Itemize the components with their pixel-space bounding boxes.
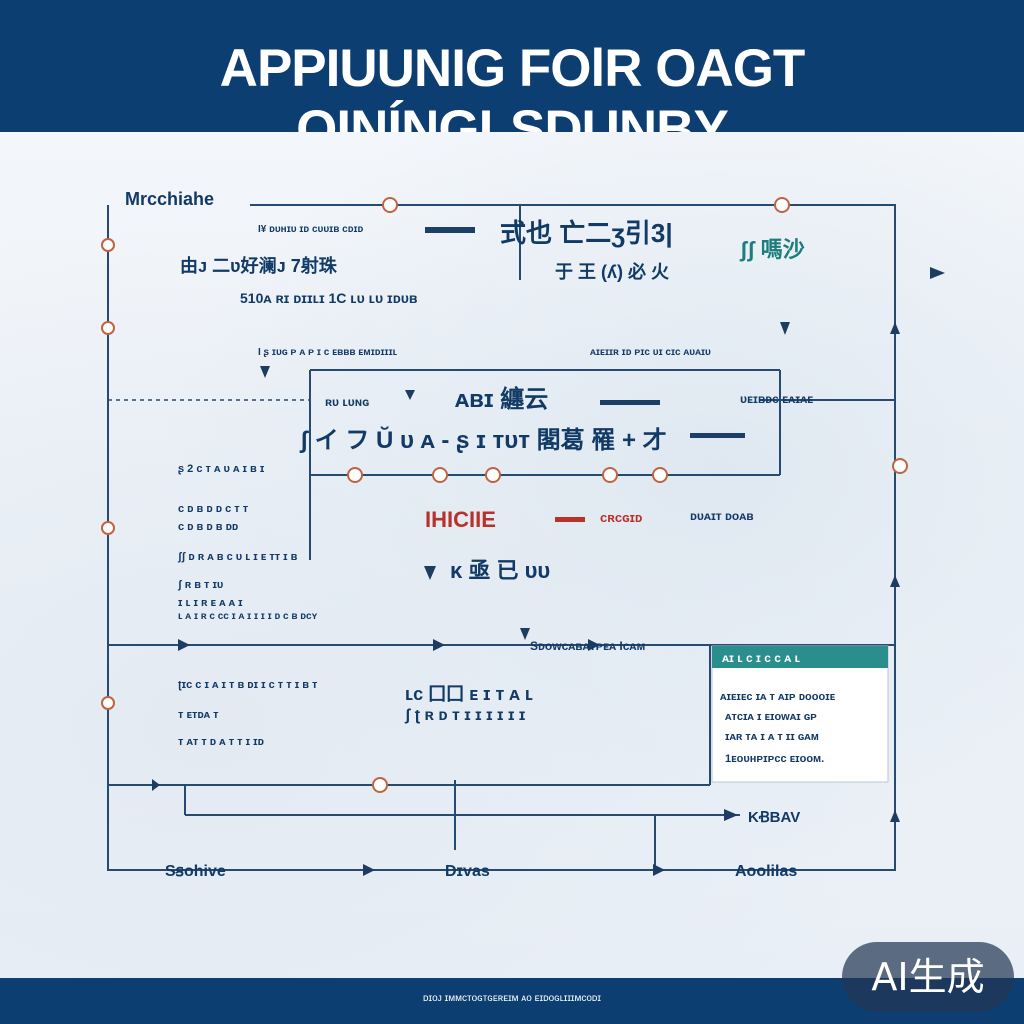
- label-lower-center: ʟᴄ 囗囗 ᴇ ɪ ᴛ ᴀ ʟ: [405, 684, 533, 704]
- label-left-g: ʟ ᴀ ɪ ʀ ᴄ ᴄᴄ ɪ ᴀ ɪ ɪ ɪ ɪ ᴅ ᴄ ʙ ᴅᴄʏ: [178, 611, 318, 622]
- label-bottom-center: Dɪvas: [445, 863, 490, 880]
- label-lower-left-c: ᴛ ᴀᴛ ᴛ ᴅ ᴀ ᴛ ᴛ ɪ ɪᴅ: [178, 736, 264, 748]
- arrow-head: [780, 322, 790, 335]
- label-long-row: ʃ イ フ Ŭ ᴜ ᴀ - ʂ ɪ ᴛᴜᴛ 閣葛 罹 + 才: [299, 426, 667, 454]
- label-kbav: KꞖBAV: [748, 809, 800, 826]
- label-lower-center-b: ʃ ʈ ʀ ᴅ ᴛ ɪ ɪ ɪ ɪ ɪ ɪ: [404, 707, 525, 724]
- arrow-head: [405, 390, 415, 400]
- arrow-head: [424, 566, 436, 580]
- node-dot: [347, 467, 363, 483]
- arrow-head: [260, 366, 270, 378]
- arrow-head: [890, 322, 900, 334]
- top-frame: [250, 204, 896, 640]
- bar-mark: [600, 400, 660, 405]
- label-top-right: ʃʃ 嗎沙: [739, 237, 805, 262]
- arrow-head: [363, 864, 375, 876]
- label-left-d: ʃʃ ᴅ ʀ ᴀ ʙ ᴄ ᴜ ʟ ɪ ᴇ ᴛᴛ ɪ ʙ: [177, 551, 298, 563]
- info-box-title: ᴀɪ ʟ ᴄ ɪ ᴄ ᴄ ᴀ ʟ: [722, 651, 800, 665]
- label-left-e: ʃ ʀ ʙ ᴛ ɪᴜ: [177, 579, 223, 591]
- diagram-canvas: Mrcchiahe Ɩ¥ ᴅᴜʜɪᴜ ɪᴅ ᴄᴜᴜɪʙ ᴄᴅɪᴅ 由ᴊ 二ʋ好澜…: [0, 132, 1024, 978]
- label-row1-small: Ɩ¥ ᴅᴜʜɪᴜ ɪᴅ ᴄᴜᴜɪʙ ᴄᴅɪᴅ: [258, 224, 363, 235]
- label-mid-bottom: Ѕᴅᴏᴡᴄᴀʙᴀᴛᴘᴇᴀ Ɩᴄᴀᴍ: [530, 639, 645, 653]
- node-dot: [101, 521, 115, 535]
- arrow-head: [588, 639, 600, 651]
- bar-mark: [555, 517, 585, 522]
- label-rlung: ʀᴜ ʟᴜɴɢ: [325, 395, 369, 409]
- node-dot: [101, 238, 115, 252]
- arrow-head: [520, 628, 530, 640]
- info-box-line4: 1ᴇᴏᴜʜᴘɪᴘᴄᴄ ᴇɪᴏᴏᴍ.: [725, 753, 824, 765]
- ai-generated-badge: AI生成: [842, 942, 1014, 1012]
- node-dot: [432, 467, 448, 483]
- node-dot: [774, 197, 790, 213]
- arrow-head: [433, 639, 445, 651]
- right-frame: [870, 640, 896, 871]
- label-center-bold: ᴀʙɪ 纏云: [455, 385, 548, 413]
- bar-mark: [425, 227, 475, 233]
- node-dot: [892, 458, 908, 474]
- label-red: IHICIIE: [425, 507, 496, 532]
- flow-diagram: Mrcchiahe Ɩ¥ ᴅᴜʜɪᴜ ɪᴅ ᴄᴜᴜɪʙ ᴄᴅɪᴅ 由ᴊ 二ʋ好澜…: [101, 189, 945, 880]
- node-dot: [101, 321, 115, 335]
- label-side-small: ᴅᴜᴀɪᴛ ᴅᴏᴀʙ: [690, 509, 754, 523]
- page-title: APPIUUNIG FOlR OAGT OINÍNGLSDUNBY: [219, 39, 806, 159]
- bar-mark: [690, 433, 745, 438]
- outer-frame: [107, 205, 890, 871]
- header-bar: APPIUUNIG FOlR OAGT OINÍNGLSDUNBY: [0, 0, 1024, 159]
- label-left-b: ᴄ ᴅ ʙ ᴅ ᴅ ᴄ ᴛ ᴛ: [178, 503, 249, 515]
- label-red-small: ᴄʀᴄɢɪᴅ: [600, 510, 643, 525]
- label-lower-left-a: ʈɪᴄ ᴄ ɪ ᴀ ɪ ᴛ ʙ ᴅɪ ɪ ᴄ ᴛ ᴛ ɪ ʙ ᴛ: [178, 679, 318, 691]
- info-box-line1: ᴀɪᴇɪᴇᴄ ɪᴀ ᴛ ᴀɪᴘ ᴅᴏᴏᴏɪᴇ: [720, 691, 836, 703]
- arrow-head: [653, 864, 665, 876]
- label-left-c: ᴄ ᴅ ʙ ᴅ ʙ ᴅᴅ: [178, 521, 238, 533]
- label-top-center: 式也 亡二ʒ引3|: [500, 218, 673, 248]
- node-dot: [372, 777, 388, 793]
- node-dot: [101, 696, 115, 710]
- label-left-f: ɪ ʟ ɪ ʀ ᴇ ᴀ ᴀ ɪ: [178, 597, 243, 609]
- node-dot: [652, 467, 668, 483]
- arrow-head: [724, 809, 738, 821]
- label-center-lower: ᴋ 亟 已 ᴜᴜ: [450, 558, 550, 583]
- arrow-head: [930, 267, 945, 279]
- label-left-a: ʂ 2 ᴄ ᴛ ᴀ ᴜ ᴀ ɪ ʙ ɪ: [178, 463, 265, 475]
- label-corner: Mrcchiahe: [125, 189, 214, 209]
- arrow-head: [178, 639, 190, 651]
- node-dot: [382, 197, 398, 213]
- label-bottom-left: Ѕꞩohive: [165, 863, 226, 880]
- label-bottom-right: Aoolilas: [735, 863, 797, 880]
- label-mid-small-right: ᴀɪᴇɪɪʀ ɪᴅ ᴘɪᴄ ᴜɪ ᴄɪᴄ ᴀᴜᴀɪᴜ: [590, 347, 711, 358]
- node-dot: [602, 467, 618, 483]
- label-row3: 510ᴀ ʀɪ ᴅɪɪʟɪ 1C ʟᴜ ʟᴜ ɪᴅᴜʙ: [240, 290, 418, 306]
- info-box-line3: ɪᴀʀ ᴛᴀ ɪ ᴀ ᴛ ɪɪ ɢᴀᴍ: [725, 731, 819, 743]
- info-box-header: [712, 646, 888, 668]
- node-dot: [485, 467, 501, 483]
- arrow-head: [152, 779, 160, 791]
- arrow-head: [890, 575, 900, 587]
- info-box: [711, 645, 889, 783]
- arrow-head: [890, 810, 900, 822]
- label-mid-small-left: Ɩ ʂ ɪᴜɢ ᴘ ᴀ ᴘ ɪ ᴄ ᴇʙʙʙ ᴇᴍɪᴅɪɪɪʟ: [258, 347, 398, 358]
- label-top-right-row2: 于 王 (ʎ) 必 火: [555, 261, 670, 282]
- label-right: ᴜᴇɪʙᴅᴄ ᴇᴀɪᴀᴇ: [740, 392, 813, 406]
- info-box-line2: ᴀᴛᴄɪᴀ ɪ ᴇɪᴏᴡᴀɪ ɢᴘ: [725, 711, 817, 723]
- footer-text: ᴅɪᴏᴊ ɪᴍᴍᴄᴛᴏɢᴛɢᴇʀᴇɪᴍ ᴀᴏ ᴇɪᴅᴏɢʟɪɪɪᴍᴄᴏᴅɪ: [423, 993, 601, 1004]
- label-row2: 由ᴊ 二ʋ好澜ᴊ 7射珠: [180, 255, 338, 276]
- label-lower-left-b: ᴛ ᴇᴛᴅᴀ ᴛ: [178, 709, 219, 721]
